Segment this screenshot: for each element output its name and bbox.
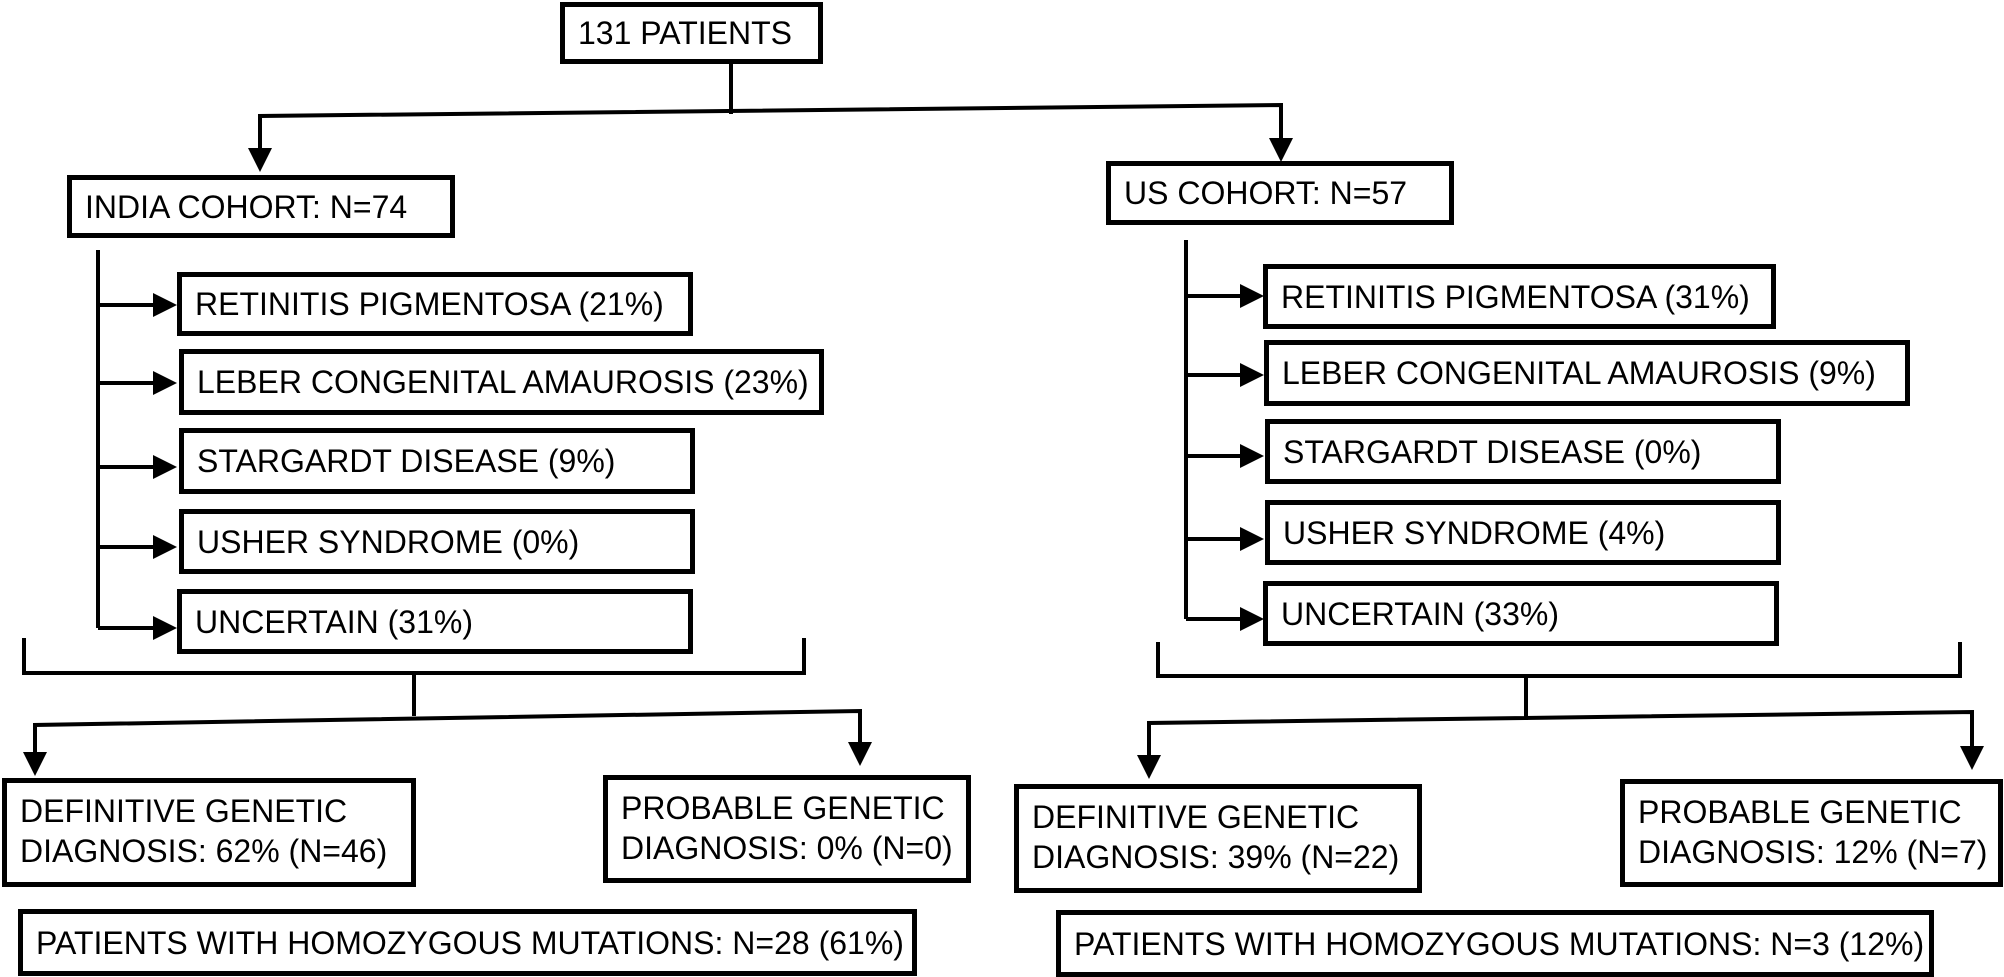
india-outcome-split bbox=[33, 708, 872, 766]
india-diagnosis-4-label: USHER SYNDROME (0%) bbox=[197, 523, 580, 560]
us-diagnosis-5: UNCERTAIN (33%) bbox=[1263, 581, 1779, 646]
root-split-line bbox=[258, 102, 1293, 162]
india-diagnosis-5-label: UNCERTAIN (31%) bbox=[195, 603, 473, 640]
india-probable-line2: DIAGNOSIS: 0% (N=0) bbox=[621, 830, 953, 866]
india-diagnosis-2-label: LEBER CONGENITAL AMAUROSIS (23%) bbox=[197, 364, 809, 400]
us-definitive-line2: DIAGNOSIS: 39% (N=22) bbox=[1032, 839, 1400, 875]
india-homozygous-box: PATIENTS WITH HOMOZYGOUS MUTATIONS: N=28… bbox=[18, 909, 917, 976]
india-definitive-line1: DEFINITIVE GENETIC bbox=[20, 793, 348, 829]
root-box: 131 PATIENTS bbox=[560, 2, 823, 64]
us-probable-line1: PROBABLE GENETIC bbox=[1638, 794, 1962, 830]
us-diagnosis-3-label: STARGARDT DISEASE (0%) bbox=[1283, 433, 1702, 470]
us-homozygous-label: PATIENTS WITH HOMOZYGOUS MUTATIONS: N=3 … bbox=[1074, 925, 1925, 962]
us-diagnosis-2: LEBER CONGENITAL AMAUROSIS (9%) bbox=[1264, 340, 1910, 406]
us-diagnosis-4-label: USHER SYNDROME (4%) bbox=[1283, 514, 1666, 551]
us-homozygous-box: PATIENTS WITH HOMOZYGOUS MUTATIONS: N=3 … bbox=[1056, 910, 1934, 977]
india-definitive-line2: DIAGNOSIS: 62% (N=46) bbox=[20, 833, 388, 869]
us-outcome-split bbox=[1147, 709, 1984, 770]
us-diagnosis-5-label: UNCERTAIN (33%) bbox=[1281, 595, 1559, 632]
us-diagnosis-1: RETINITIS PIGMENTOSA (31%) bbox=[1263, 264, 1776, 329]
india-diagnosis-4: USHER SYNDROME (0%) bbox=[179, 509, 695, 574]
india-diagnosis-5: UNCERTAIN (31%) bbox=[177, 589, 693, 654]
india-diagnosis-3-label: STARGARDT DISEASE (9%) bbox=[197, 443, 616, 479]
us-diagnosis-1-label: RETINITIS PIGMENTOSA (31%) bbox=[1281, 278, 1750, 315]
india-diagnosis-1: RETINITIS PIGMENTOSA (21%) bbox=[177, 272, 693, 336]
root-label: 131 PATIENTS bbox=[578, 15, 792, 51]
india-diagnosis-2: LEBER CONGENITAL AMAUROSIS (23%) bbox=[179, 349, 824, 415]
india-diagnosis-3: STARGARDT DISEASE (9%) bbox=[179, 428, 695, 494]
india-cohort-box: INDIA COHORT: N=74 bbox=[67, 175, 455, 238]
us-bracket bbox=[1156, 642, 1962, 678]
india-diagnosis-1-label: RETINITIS PIGMENTOSA (21%) bbox=[195, 286, 664, 322]
us-cohort-label: US COHORT: N=57 bbox=[1124, 175, 1408, 211]
us-cohort-box: US COHORT: N=57 bbox=[1106, 161, 1454, 225]
us-probable-box: PROBABLE GENETIC DIAGNOSIS: 12% (N=7) bbox=[1620, 779, 2003, 887]
india-probable-line1: PROBABLE GENETIC bbox=[621, 790, 945, 826]
india-probable-box: PROBABLE GENETIC DIAGNOSIS: 0% (N=0) bbox=[603, 775, 971, 883]
india-homozygous-label: PATIENTS WITH HOMOZYGOUS MUTATIONS: N=28… bbox=[36, 924, 904, 961]
us-diagnosis-2-label: LEBER CONGENITAL AMAUROSIS (9%) bbox=[1282, 355, 1876, 391]
us-probable-line2: DIAGNOSIS: 12% (N=7) bbox=[1638, 834, 1988, 870]
us-diagnosis-3: STARGARDT DISEASE (0%) bbox=[1265, 419, 1781, 484]
us-diagnosis-4: USHER SYNDROME (4%) bbox=[1265, 500, 1781, 565]
india-cohort-label: INDIA COHORT: N=74 bbox=[85, 188, 408, 225]
us-definitive-line1: DEFINITIVE GENETIC bbox=[1032, 799, 1360, 835]
us-definitive-box: DEFINITIVE GENETIC DIAGNOSIS: 39% (N=22) bbox=[1014, 784, 1422, 893]
india-definitive-box: DEFINITIVE GENETIC DIAGNOSIS: 62% (N=46) bbox=[2, 778, 416, 887]
